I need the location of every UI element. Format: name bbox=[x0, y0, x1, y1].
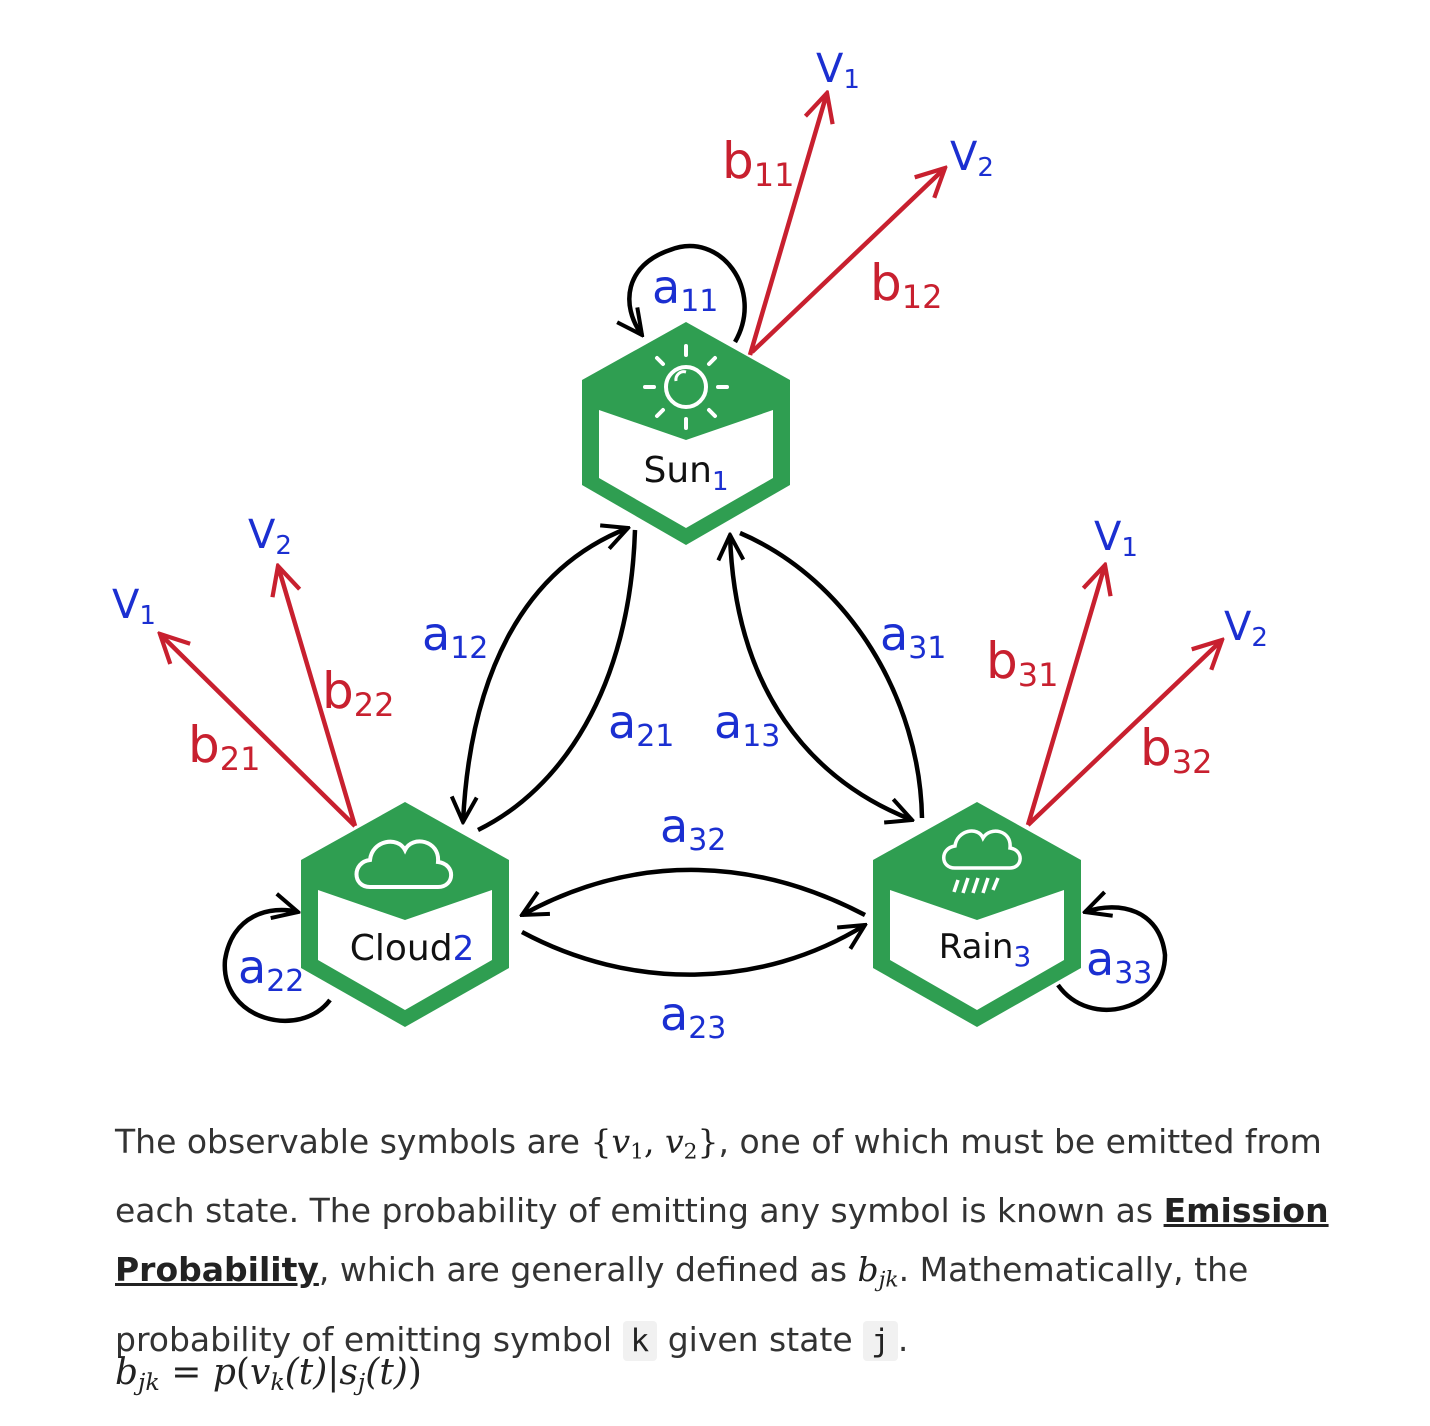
arrow-a31 bbox=[739, 530, 925, 819]
arrow-b31 bbox=[1025, 565, 1105, 826]
state-index-cloud: 2 bbox=[453, 929, 475, 969]
text-segment: . bbox=[897, 1319, 909, 1359]
label-b22: b22 bbox=[322, 662, 394, 724]
transition-arrows bbox=[222, 243, 1168, 1024]
arrow-a21 bbox=[477, 529, 638, 833]
arrow-a13 bbox=[730, 535, 912, 820]
article-text: The observable symbols are {v1, v2}, one… bbox=[115, 1112, 1365, 1371]
paragraph: The observable symbols are {v1, v2}, one… bbox=[115, 1112, 1365, 1371]
label-a12: a12 bbox=[422, 607, 488, 666]
label-a32: a32 bbox=[660, 799, 726, 858]
code-k: k bbox=[622, 1320, 658, 1361]
arrow-b32 bbox=[1026, 640, 1222, 827]
label-a22: a22 bbox=[238, 940, 304, 999]
code-j: j bbox=[863, 1320, 898, 1361]
state-name-rain: Rain bbox=[939, 927, 1014, 967]
arrow-a22 bbox=[222, 910, 332, 1024]
label-b21: b21 bbox=[188, 716, 260, 778]
svg-text:Sun1: Sun1 bbox=[643, 450, 728, 497]
svg-text:Rain3: Rain3 bbox=[939, 927, 1032, 973]
emission-arrows bbox=[160, 93, 1222, 828]
state-node-rain: Rain3 bbox=[873, 802, 1081, 1027]
symbol-set: {v1, v2} bbox=[590, 1122, 719, 1165]
symbol-v2-sun: V2 bbox=[950, 134, 994, 183]
arrow-a33 bbox=[1056, 907, 1168, 1012]
text-segment: The observable symbols are bbox=[115, 1122, 591, 1161]
label-a13: a13 bbox=[714, 695, 780, 754]
arrow-a11 bbox=[629, 243, 747, 344]
text-segment: given state bbox=[657, 1319, 864, 1359]
symbol-v1-rain: V1 bbox=[1094, 514, 1138, 563]
label-b32: b32 bbox=[1140, 719, 1212, 781]
symbol-v1-sun: V1 bbox=[816, 46, 860, 95]
math-bjk: bjk bbox=[857, 1250, 899, 1293]
text-segment: , one of which must be emitted from each… bbox=[115, 1122, 1322, 1231]
symbol-v2-cloud: V2 bbox=[248, 512, 292, 561]
svg-text:Cloud2: Cloud2 bbox=[350, 928, 474, 969]
symbol-v2-rain: V2 bbox=[1224, 604, 1268, 653]
state-name-cloud: Cloud bbox=[350, 928, 453, 969]
state-node-sun: Sun1 bbox=[582, 322, 790, 545]
label-b12: b12 bbox=[870, 254, 942, 316]
label-a23: a23 bbox=[660, 987, 726, 1046]
label-a33: a33 bbox=[1086, 932, 1152, 991]
arrow-a12 bbox=[463, 528, 628, 822]
hmm-state-diagram: Sun1 Cloud2 Rain3 a11 a12 a21 a13 a3 bbox=[112, 46, 1268, 1046]
state-node-cloud: Cloud2 bbox=[301, 802, 509, 1027]
label-a21: a21 bbox=[608, 695, 674, 754]
cloud-icon bbox=[354, 839, 454, 889]
symbol-v1-cloud: V1 bbox=[112, 582, 156, 631]
arrow-b11 bbox=[747, 93, 827, 356]
text-segment: . Mathematically, the probability of emi… bbox=[115, 1250, 1249, 1359]
sun-icon bbox=[643, 344, 729, 430]
label-a31: a31 bbox=[880, 607, 946, 666]
rain-cloud-icon bbox=[942, 829, 1022, 894]
emission-formula: bjk = p(vk(t)|sj(t)) bbox=[115, 1352, 422, 1396]
state-name-sun: Sun bbox=[643, 450, 711, 491]
arrow-b21 bbox=[160, 634, 357, 828]
arrow-a23 bbox=[520, 925, 865, 977]
text-segment: , which are generally defined as bbox=[318, 1250, 858, 1290]
arrow-b12 bbox=[750, 168, 945, 354]
arrow-a32 bbox=[522, 867, 867, 915]
emission-probability-link[interactable]: Emission Probability bbox=[115, 1191, 1329, 1290]
state-index-rain: 3 bbox=[1013, 940, 1031, 973]
arrow-b22 bbox=[278, 566, 358, 827]
label-b31: b31 bbox=[986, 632, 1058, 694]
state-index-sun: 1 bbox=[712, 467, 729, 497]
label-a11: a11 bbox=[652, 260, 718, 319]
label-b11: b11 bbox=[722, 132, 794, 194]
